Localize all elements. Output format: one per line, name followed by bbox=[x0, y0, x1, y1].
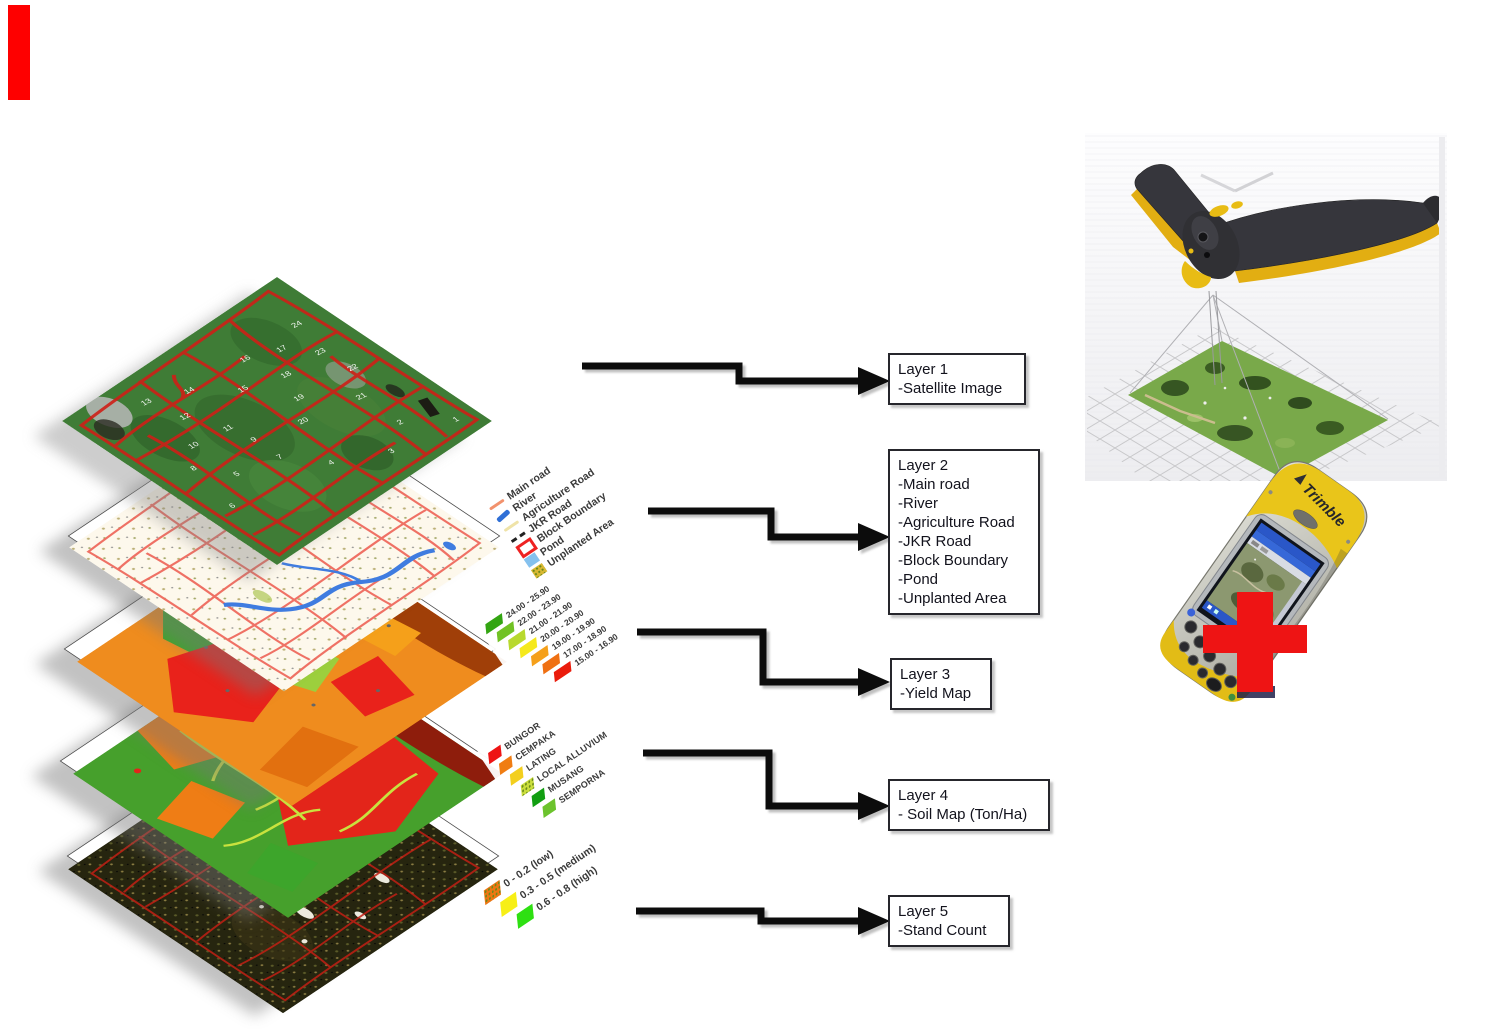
svg-text:4: 4 bbox=[326, 458, 337, 466]
legend-soil: BUNGOR CEMPAKA LATING LOCAL ALLUVIUM MUS… bbox=[477, 679, 641, 835]
wingtip bbox=[1423, 195, 1443, 223]
svg-text:8: 8 bbox=[188, 464, 199, 472]
photo-edge bbox=[1439, 137, 1445, 477]
arrowhead bbox=[858, 668, 890, 696]
box-line: -JKR Road bbox=[898, 533, 972, 550]
propeller-blade bbox=[1200, 173, 1236, 193]
block-boundaries bbox=[78, 289, 480, 557]
box-line: -Pond bbox=[898, 571, 939, 588]
arrowhead bbox=[858, 792, 890, 820]
legend-roads: Main road River Agriculture Road JKR Roa… bbox=[479, 433, 640, 588]
legend-swatch bbox=[516, 903, 534, 929]
arrow-layer5 bbox=[636, 907, 860, 925]
arrow-layer4 bbox=[643, 749, 860, 810]
label-box-layer5: Layer 5 -Stand Count bbox=[888, 895, 1010, 947]
legend-stand: 0 - 0.2 (low) 0.3 - 0.5 (medium) 0.6 - 0… bbox=[472, 812, 624, 946]
arrowhead bbox=[858, 907, 890, 935]
box-line: -Unplanted Area bbox=[898, 590, 1007, 607]
layer1-satellite-map: 1 2 3 4 5 6 7 8 9 10 11 12 13 14 15 16 1 bbox=[62, 276, 492, 566]
svg-text:2: 2 bbox=[395, 418, 406, 426]
terrain-map bbox=[1128, 341, 1388, 478]
device-screen bbox=[1192, 514, 1329, 660]
svg-text:16: 16 bbox=[238, 354, 253, 364]
box-line: -Main road bbox=[898, 476, 970, 493]
camera-port bbox=[1204, 252, 1210, 258]
label-box-layer1: Layer 1 -Satellite Image bbox=[888, 353, 1026, 405]
label-box-layer4: Layer 4 - Soil Map (Ton/Ha) bbox=[888, 779, 1050, 831]
arrowhead bbox=[858, 523, 890, 551]
cross-vertical-bar bbox=[1237, 592, 1273, 692]
svg-text:9: 9 bbox=[249, 435, 260, 443]
svg-text:5: 5 bbox=[231, 470, 242, 478]
svg-text:1: 1 bbox=[451, 415, 462, 423]
arrow-layer2 bbox=[648, 507, 860, 541]
box-title: Layer 2 bbox=[898, 457, 949, 474]
svg-text:19: 19 bbox=[291, 393, 306, 403]
river bbox=[223, 541, 456, 612]
box-title: Layer 3 bbox=[900, 666, 951, 683]
svg-text:11: 11 bbox=[221, 423, 236, 433]
cloud-patch bbox=[86, 396, 133, 428]
svg-text:6: 6 bbox=[227, 502, 238, 510]
svg-text:13: 13 bbox=[139, 397, 154, 407]
speaker-slot bbox=[1293, 509, 1318, 529]
red-marker-bar bbox=[8, 5, 30, 100]
box-line: -Stand Count bbox=[898, 922, 987, 939]
camera-port bbox=[1197, 231, 1209, 243]
legend-swatch bbox=[542, 797, 556, 818]
legend-yield: 24.00 - 25.90 22.00 - 23.90 21.00 - 21.9… bbox=[475, 555, 634, 708]
camera-frustum-lines bbox=[1129, 290, 1389, 478]
box-line: - Soil Map (Ton/Ha) bbox=[898, 806, 1028, 823]
fixed-wing-drone bbox=[1131, 164, 1443, 289]
red-plus-symbol bbox=[1203, 592, 1307, 698]
gps-handheld-photo: Trimble bbox=[1160, 461, 1368, 702]
box-line: -Agriculture Road bbox=[898, 514, 1015, 531]
svg-text:10: 10 bbox=[186, 440, 201, 450]
box-line: -Satellite Image bbox=[898, 380, 1003, 397]
box-line: -Yield Map bbox=[900, 685, 972, 702]
propeller-blade bbox=[1234, 171, 1274, 193]
svg-text:18: 18 bbox=[279, 370, 294, 380]
trimble-logo-mark bbox=[1294, 474, 1307, 485]
cloud-patch bbox=[325, 361, 367, 389]
label-box-layer2: Layer 2 -Main road -River -Agriculture R… bbox=[888, 449, 1040, 615]
yellow-pod bbox=[1209, 205, 1229, 217]
label-box-layer3: Layer 3 -Yield Map bbox=[890, 658, 992, 710]
box-line: -Block Boundary bbox=[898, 552, 1009, 569]
svg-text:23: 23 bbox=[313, 347, 328, 357]
svg-text:15: 15 bbox=[236, 384, 251, 394]
svg-text:20: 20 bbox=[296, 416, 311, 426]
svg-text:24: 24 bbox=[289, 319, 304, 329]
arrow-layer1 bbox=[582, 362, 860, 385]
svg-text:12: 12 bbox=[178, 411, 193, 421]
svg-text:3: 3 bbox=[386, 447, 397, 455]
box-title: Layer 5 bbox=[898, 903, 949, 920]
satellite-map-face: 1 2 3 4 5 6 7 8 9 10 11 12 13 14 15 16 1 bbox=[62, 276, 492, 566]
svg-text:7: 7 bbox=[274, 453, 285, 461]
arrowhead bbox=[858, 367, 890, 395]
box-line: -River bbox=[898, 495, 938, 512]
yellow-nose bbox=[1181, 261, 1211, 289]
wing-yellow-edge bbox=[1235, 223, 1441, 283]
yellow-pod bbox=[1231, 201, 1243, 209]
svg-text:22: 22 bbox=[345, 362, 360, 372]
block-numbers: 1 2 3 4 5 6 7 8 9 10 11 12 13 14 15 16 1 bbox=[139, 319, 462, 510]
box-title: Layer 1 bbox=[898, 361, 949, 378]
box-title: Layer 4 bbox=[898, 787, 949, 804]
svg-text:21: 21 bbox=[354, 391, 369, 401]
svg-text:17: 17 bbox=[274, 344, 289, 354]
svg-text:14: 14 bbox=[182, 385, 197, 395]
arrow-layer3 bbox=[637, 628, 860, 686]
drone-photo bbox=[1085, 133, 1447, 481]
